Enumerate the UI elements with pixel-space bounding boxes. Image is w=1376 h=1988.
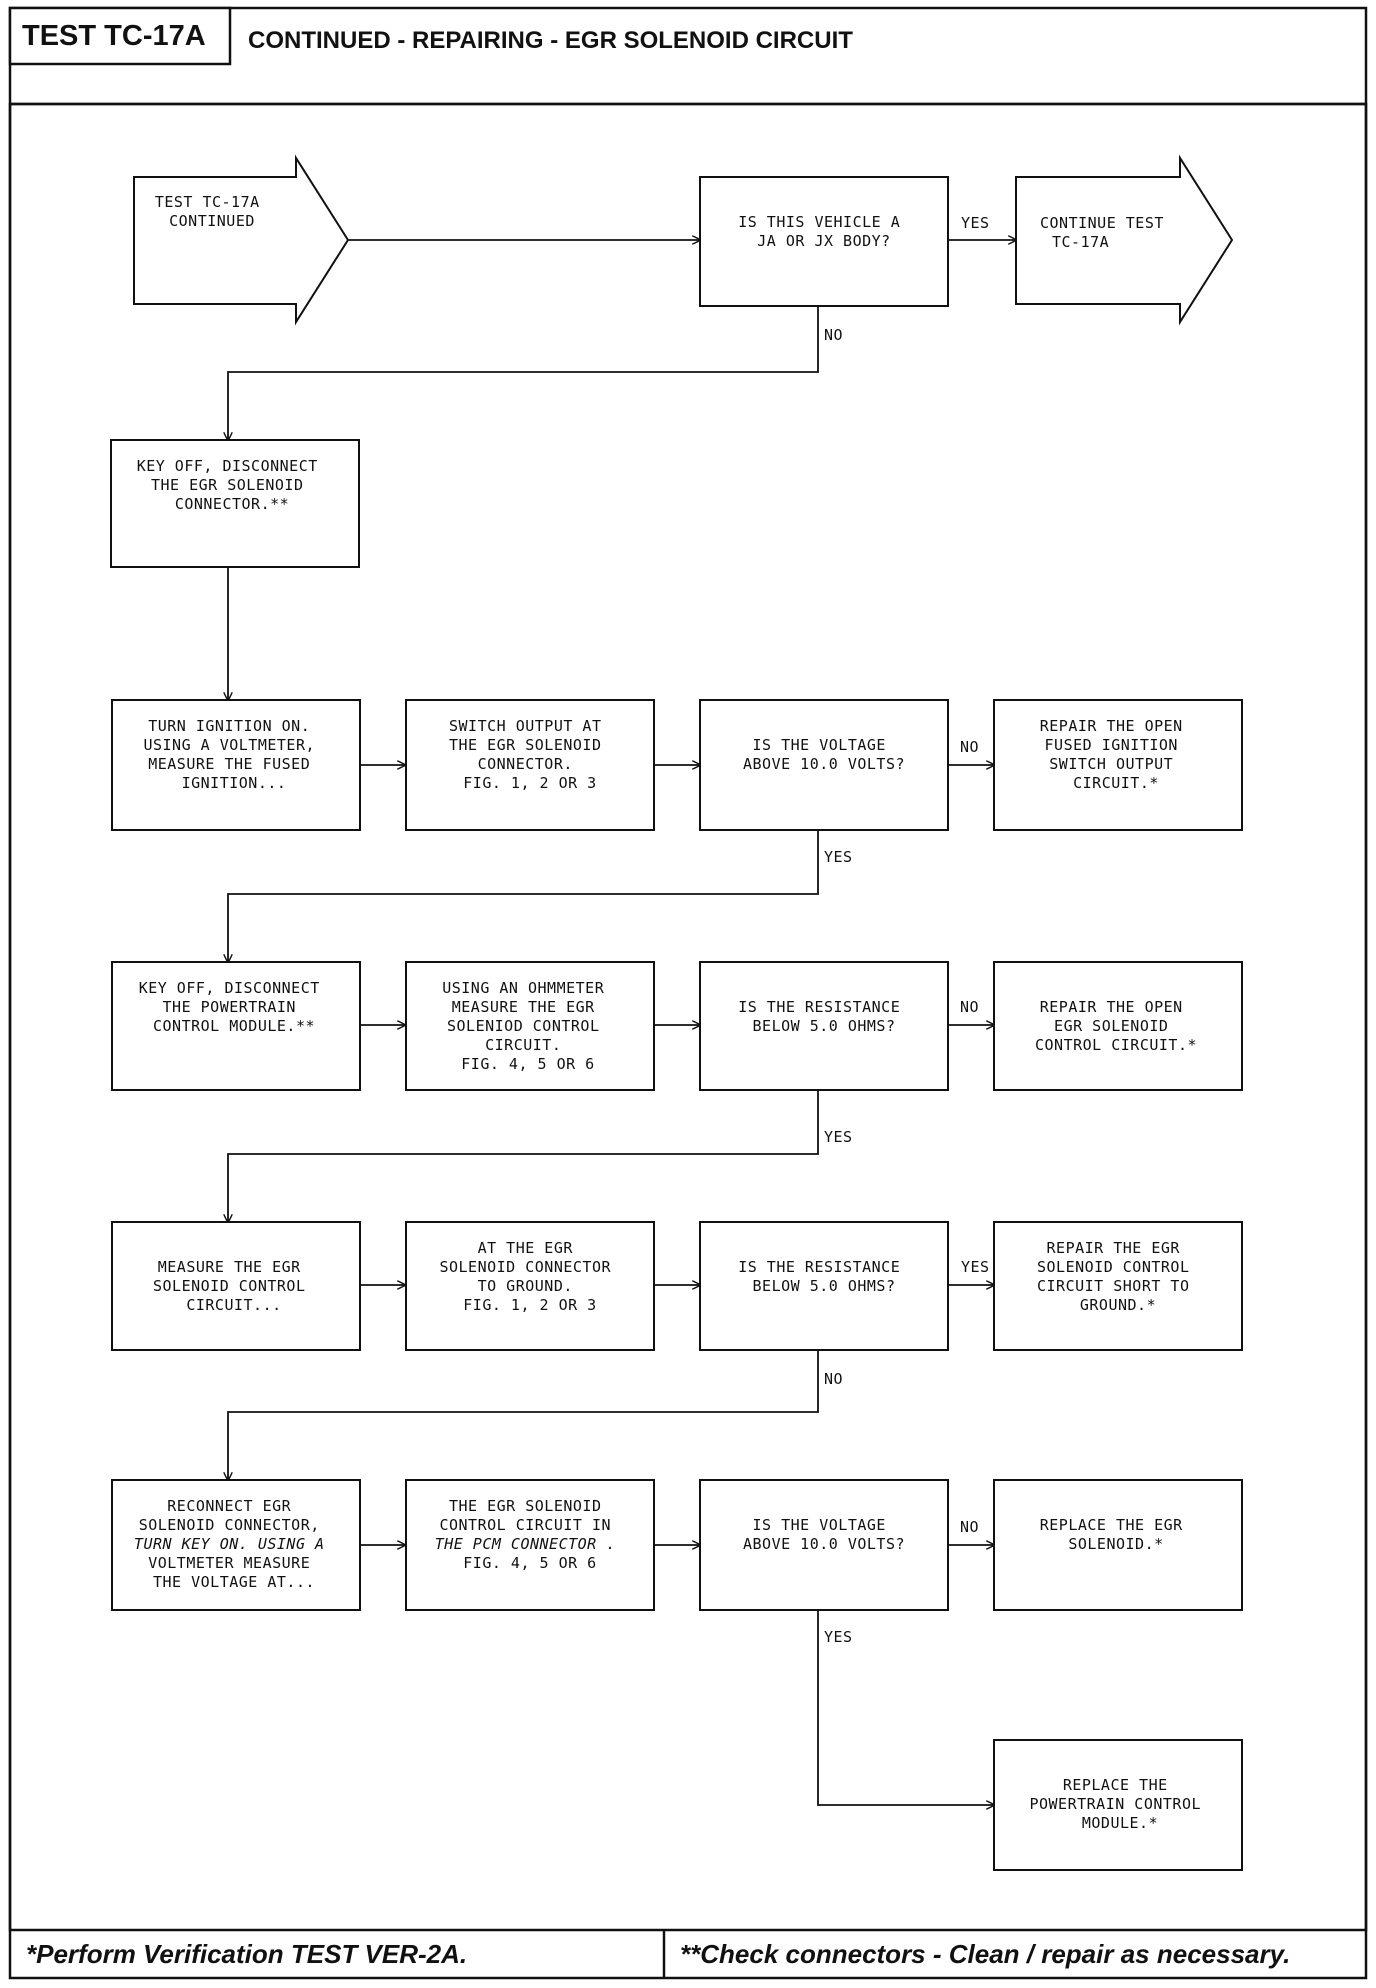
node-measure-control: MEASURE THE EGR SOLENOID CONTROL CIRCUIT…: [111, 1221, 361, 1351]
replace-pcm-text: REPLACE THE POWERTRAIN CONTROL MODULE.*: [1029, 1776, 1210, 1832]
question-body-text: IS THIS VEHICLE A JA OR JX BODY?: [738, 213, 910, 250]
node-switch-output: SWITCH OUTPUT AT THE EGR SOLENOID CONNEC…: [405, 699, 655, 831]
footer-right-note: **Check connectors - Clean / repair as n…: [680, 1939, 1290, 1969]
node-replace-pcm: REPLACE THE POWERTRAIN CONTROL MODULE.*: [993, 1739, 1243, 1871]
edge-labels: YES NO NO YES NO YES YES NO NO YES: [824, 214, 990, 1646]
edge-q2-yes: [817, 1610, 994, 1805]
test-id-box: [8, 6, 232, 66]
node-question-resistance-2: IS THE RESISTANCE BELOW 5.0 OHMS?: [699, 1221, 949, 1351]
node-question-voltage-2: IS THE VOLTAGE ABOVE 10.0 VOLTS?: [699, 1479, 949, 1611]
node-disconnect-egr: KEY OFF, DISCONNECT THE EGR SOLENOID CON…: [110, 439, 360, 568]
reconnect-text: RECONNECT EGR SOLENOID CONNECTOR, TURN K…: [134, 1497, 334, 1591]
label-body-no: NO: [824, 326, 843, 344]
ohmmeter-text: USING AN OHMMETER MEASURE THE EGR SOLENI…: [442, 979, 614, 1073]
page-title: CONTINUED - REPAIRING - EGR SOLENOID CIR…: [248, 27, 853, 54]
node-replace-egr: REPLACE THE EGR SOLENOID.*: [993, 1479, 1243, 1611]
node-question-voltage-1: IS THE VOLTAGE ABOVE 10.0 VOLTS?: [699, 699, 949, 831]
repair-open-egr-text: REPAIR THE OPEN EGR SOLENOID CONTROL CIR…: [1035, 998, 1197, 1054]
label-res2-yes: YES: [961, 1258, 990, 1276]
edge-qr1-yes: [228, 1090, 819, 1222]
switch-output-text: SWITCH OUTPUT AT THE EGR SOLENOID CONNEC…: [449, 717, 611, 792]
repair-fused-text: REPAIR THE OPEN FUSED IGNITION SWITCH OU…: [1040, 717, 1193, 792]
node-start: TEST TC-17A CONTINUED: [133, 154, 350, 326]
node-continue: CONTINUE TEST TC-17A: [1015, 154, 1234, 326]
node-turn-ignition: TURN IGNITION ON. USING A VOLTMETER, MEA…: [111, 699, 361, 831]
continue-arrow-shape: [1015, 154, 1234, 326]
at-egr-ground-text: AT THE EGR SOLENOID CONNECTOR TO GROUND.…: [439, 1239, 620, 1314]
node-question-resistance-1: IS THE RESISTANCE BELOW 5.0 OHMS?: [699, 961, 949, 1091]
label-volt1-no: NO: [960, 738, 979, 756]
edge-body-no: [228, 306, 819, 440]
edge-q1-yes: [228, 830, 819, 962]
disconnect-pcm-text: KEY OFF, DISCONNECT THE POWERTRAIN CONTR…: [139, 979, 330, 1035]
content-frame: [8, 102, 1368, 1932]
label-res2-no: NO: [824, 1370, 843, 1388]
label-res1-no: NO: [960, 998, 979, 1016]
label-body-yes: YES: [961, 214, 990, 232]
question-resistance-1-text: IS THE RESISTANCE BELOW 5.0 OHMS?: [738, 998, 910, 1035]
label-res1-yes: YES: [824, 1128, 853, 1146]
node-ohmmeter: USING AN OHMMETER MEASURE THE EGR SOLENI…: [405, 961, 655, 1091]
label-volt1-yes: YES: [824, 848, 853, 866]
node-at-egr-ground: AT THE EGR SOLENOID CONNECTOR TO GROUND.…: [405, 1221, 655, 1351]
continue-text: CONTINUE TEST TC-17A: [1040, 214, 1173, 251]
label-volt2-no: NO: [960, 1518, 979, 1536]
question-voltage-2-text: IS THE VOLTAGE ABOVE 10.0 VOLTS?: [743, 1516, 905, 1553]
node-repair-fused: REPAIR THE OPEN FUSED IGNITION SWITCH OU…: [993, 699, 1243, 831]
node-reconnect: RECONNECT EGR SOLENOID CONNECTOR, TURN K…: [111, 1479, 361, 1611]
node-disconnect-pcm: KEY OFF, DISCONNECT THE POWERTRAIN CONTR…: [111, 961, 361, 1091]
replace-egr-text: REPLACE THE EGR SOLENOID.*: [1040, 1516, 1193, 1553]
node-question-body: IS THIS VEHICLE A JA OR JX BODY?: [699, 176, 949, 307]
test-id: TEST TC-17A: [22, 20, 206, 52]
measure-control-text: MEASURE THE EGR SOLENOID CONTROL CIRCUIT…: [153, 1258, 315, 1314]
start-text: TEST TC-17A CONTINUED: [155, 193, 269, 230]
connectors: [228, 240, 1016, 1805]
node-repair-open-egr: REPAIR THE OPEN EGR SOLENOID CONTROL CIR…: [993, 961, 1243, 1091]
node-egr-pcm-connector: THE EGR SOLENOID CONTROL CIRCUIT IN THE …: [405, 1479, 655, 1611]
edge-qr2-no: [228, 1350, 819, 1480]
start-arrow-shape: [133, 154, 350, 326]
egr-pcm-connector-text: THE EGR SOLENOID CONTROL CIRCUIT IN THE …: [435, 1497, 626, 1572]
label-volt2-yes: YES: [824, 1628, 853, 1646]
footer-left-note: *Perform Verification TEST VER-2A.: [26, 1939, 467, 1969]
disconnect-egr-text: KEY OFF, DISCONNECT THE EGR SOLENOID CON…: [137, 457, 328, 513]
node-repair-short: REPAIR THE EGR SOLENOID CONTROL CIRCUIT …: [993, 1221, 1243, 1351]
question-resistance-2-text: IS THE RESISTANCE BELOW 5.0 OHMS?: [738, 1258, 910, 1295]
turn-ignition-text: TURN IGNITION ON. USING A VOLTMETER, MEA…: [143, 717, 324, 792]
repair-short-text: REPAIR THE EGR SOLENOID CONTROL CIRCUIT …: [1037, 1239, 1199, 1314]
question-voltage-1-text: IS THE VOLTAGE ABOVE 10.0 VOLTS?: [743, 736, 905, 773]
